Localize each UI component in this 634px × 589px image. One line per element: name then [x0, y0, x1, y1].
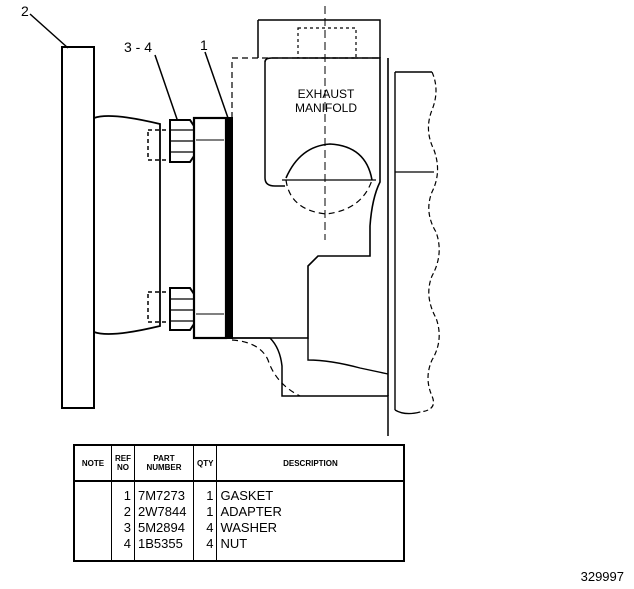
- header-qty: QTY: [192, 445, 218, 482]
- gasket: [225, 117, 233, 339]
- row-qty: 4: [192, 520, 218, 536]
- exploded-view-drawing: [29, 6, 440, 436]
- row-part-number: 5M2894: [134, 520, 194, 536]
- row-ref: 1: [111, 488, 135, 504]
- lower-bolt: [147, 287, 195, 331]
- adapter-flange: [61, 46, 95, 409]
- row-description: WASHER: [216, 520, 405, 536]
- row-part-number: 7M7273: [134, 488, 194, 504]
- figure-number: 329997: [580, 569, 624, 584]
- washer-plate: [192, 116, 228, 340]
- row-description: ADAPTER: [216, 504, 405, 520]
- row-description: NUT: [216, 536, 405, 561]
- manifold-label-line1: EXHAUST: [297, 87, 355, 101]
- callout-ref-2: 2: [21, 3, 29, 19]
- row-part-number: 2W7844: [134, 504, 194, 520]
- row-qty: 1: [192, 488, 218, 504]
- row-ref: 2: [111, 504, 135, 520]
- adapter-body: [93, 115, 161, 335]
- table-row: 3 5M2894 4 WASHER: [73, 520, 405, 536]
- table-row: 1 7M7273 1 GASKET: [73, 488, 405, 504]
- exhaust-manifold: [231, 6, 440, 436]
- row-part-number: 1B5355: [134, 536, 194, 561]
- manifold-label: EXHAUST MANIFOLD: [284, 87, 368, 116]
- header-note: NOTE: [73, 445, 112, 482]
- table-spacer-row: [73, 481, 405, 488]
- table-row: 2 2W7844 1 ADAPTER: [73, 504, 405, 520]
- parts-list-table: NOTE REF NO PART NUMBER QTY DESCRIPTION …: [73, 444, 406, 562]
- callout-ref-1: 1: [200, 37, 208, 53]
- header-ref-no: REF NO: [111, 445, 135, 482]
- callout-ref-3-4: 3 - 4: [124, 39, 153, 55]
- header-description: DESCRIPTION: [216, 445, 405, 482]
- table-row: 4 1B5355 4 NUT: [73, 536, 405, 561]
- row-qty: 1: [192, 504, 218, 520]
- row-ref: 3: [111, 520, 135, 536]
- row-ref: 4: [111, 536, 135, 561]
- header-part-number: PART NUMBER: [134, 445, 194, 482]
- row-description: GASKET: [216, 488, 405, 504]
- table-header-row: NOTE REF NO PART NUMBER QTY DESCRIPTION: [73, 445, 405, 482]
- upper-bolt: [147, 119, 195, 163]
- row-qty: 4: [192, 536, 218, 561]
- manifold-label-line2: MANIFOLD: [294, 100, 357, 115]
